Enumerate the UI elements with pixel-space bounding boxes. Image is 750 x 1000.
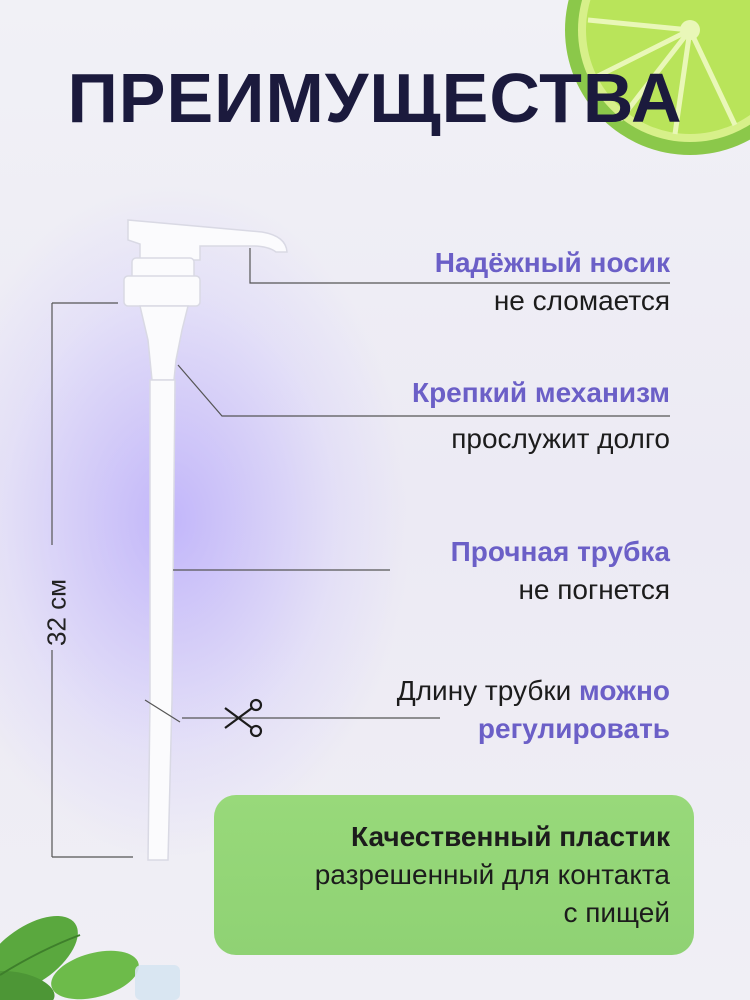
lime-decoration — [565, 0, 750, 155]
dimension-bracket — [51, 302, 133, 858]
feature-adjustable: Длину трубки можно регулировать — [397, 672, 670, 748]
feature-adjustable-accent2: регулировать — [477, 713, 670, 744]
quality-title: Качественный пластик — [351, 821, 670, 852]
page-title: ПРЕИМУЩЕСТВА — [67, 59, 683, 137]
feature-adjustable-accent: можно — [579, 675, 670, 706]
leader-lines — [144, 248, 670, 723]
scissors-icon — [224, 698, 263, 738]
feature-mechanism: Крепкий механизм прослужит долго — [412, 374, 670, 458]
quality-line2: разрешенный для контакта — [314, 859, 670, 890]
feature-nozzle-text: не сломается — [493, 285, 670, 316]
quality-box — [214, 795, 694, 955]
feature-nozzle-title: Надёжный носик — [434, 247, 670, 278]
quality-line3: с пищей — [563, 897, 670, 928]
feature-tube-text: не погнется — [518, 574, 670, 605]
feature-tube-title: Прочная трубка — [450, 536, 670, 567]
feature-adjustable-line1: Длину трубки можно — [397, 672, 670, 710]
quality-text: Качественный пластик разрешенный для кон… — [315, 818, 670, 932]
feature-tube: Прочная трубка не погнется — [451, 533, 670, 609]
feature-adjustable-text: Длину трубки — [396, 675, 572, 706]
pump-illustration — [123, 219, 288, 861]
mint-leaf-decoration — [0, 915, 180, 1000]
feature-nozzle: Надёжный носик не сломается — [435, 244, 670, 320]
dimension-label: 32 см — [41, 578, 72, 647]
feature-mechanism-title: Крепкий механизм — [411, 377, 670, 408]
feature-mechanism-text: прослужит долго — [451, 423, 670, 454]
